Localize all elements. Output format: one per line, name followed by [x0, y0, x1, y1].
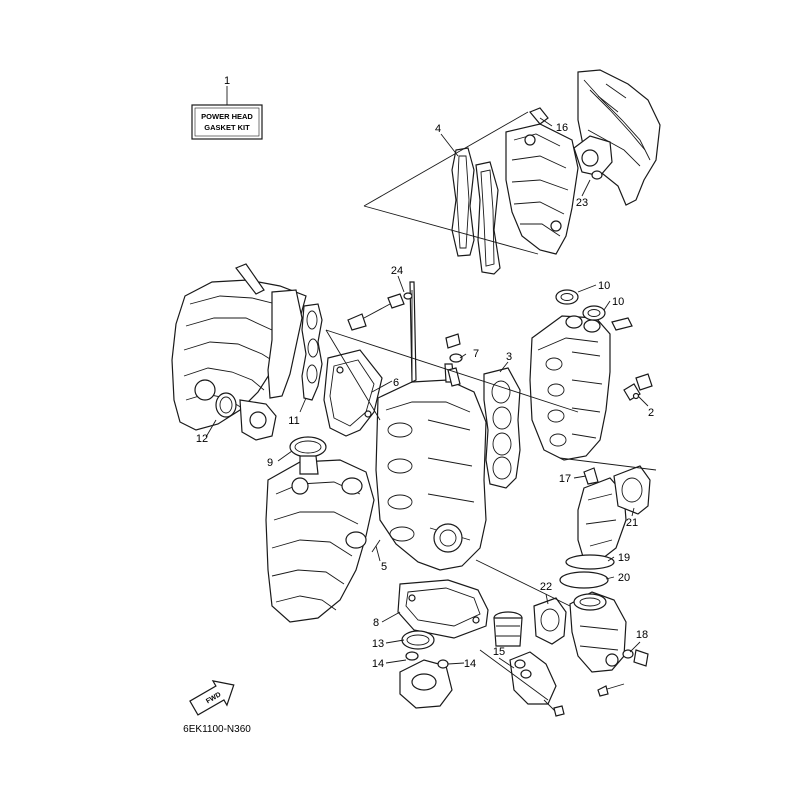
- throttle-body: [215, 392, 277, 441]
- sensor-bolt: [611, 317, 653, 401]
- head-cover-gasket: [451, 147, 501, 275]
- sensor-24: [347, 292, 413, 331]
- fwd-arrow: FWD: [189, 680, 235, 716]
- callout-2: 2: [648, 407, 654, 419]
- callout-14b: 14: [464, 658, 476, 670]
- oil-filter: [493, 611, 523, 647]
- intake-gasket: [301, 303, 323, 401]
- kit-label-line1: POWER HEAD: [201, 112, 253, 121]
- callout-22: 22: [540, 581, 552, 593]
- callout-numbers: 1 2 3 4 5 6 7 8 9 10 10 11 12 13 14 14 1…: [196, 75, 654, 670]
- camshaft-oil-seals: [555, 289, 606, 321]
- callout-19: 19: [618, 552, 630, 564]
- head-cover: [577, 69, 661, 206]
- intake-manifold: [171, 263, 307, 431]
- callout-12: 12: [196, 433, 208, 445]
- callout-7: 7: [473, 348, 479, 360]
- callout-10a: 10: [598, 280, 610, 292]
- exhaust-gasket-21: [613, 465, 651, 515]
- crankcase: [265, 459, 375, 623]
- callout-17: 17: [559, 473, 571, 485]
- gasket-8: [397, 579, 489, 639]
- breather-cover-gasket: [323, 349, 383, 437]
- callout-20: 20: [618, 572, 630, 584]
- callout-21: 21: [626, 517, 638, 529]
- gasket-22: [533, 597, 567, 645]
- callout-6: 6: [393, 377, 399, 389]
- callout-18: 18: [636, 629, 648, 641]
- callout-23: 23: [576, 197, 588, 209]
- oil-seal-13: [401, 630, 435, 650]
- relief-valve-15: [509, 651, 565, 717]
- oil-seal-top: [289, 436, 327, 475]
- cylinder-head: [529, 315, 611, 461]
- callout-11: 11: [288, 415, 299, 427]
- gasket-kit-label: POWER HEAD GASKET KIT: [191, 104, 263, 140]
- callout-15: 15: [493, 646, 505, 658]
- cylinder-block: [375, 281, 487, 571]
- oil-pump: [399, 651, 453, 709]
- cylinder-head-gasket: [483, 367, 521, 489]
- callout-5: 5: [381, 561, 387, 573]
- leader-lines: [205, 86, 657, 701]
- callout-14a: 14: [372, 658, 384, 670]
- callout-4: 4: [435, 123, 441, 135]
- exhaust-manifold: [569, 591, 627, 673]
- kit-label-line2: GASKET KIT: [204, 123, 250, 132]
- callout-9: 9: [267, 457, 273, 469]
- exhaust-cover: [577, 467, 627, 563]
- document-code: 6EK1100-N360: [183, 724, 251, 735]
- callout-24: 24: [391, 265, 403, 277]
- callout-1: 1: [224, 75, 230, 87]
- callout-16: 16: [556, 122, 568, 134]
- camshaft-housing: [505, 107, 579, 255]
- orings-19-20: [559, 554, 615, 589]
- callout-8: 8: [373, 617, 379, 629]
- callout-13: 13: [372, 638, 384, 650]
- callout-10b: 10: [612, 296, 624, 308]
- callout-3: 3: [506, 351, 512, 363]
- thermostat-housing: [573, 135, 613, 180]
